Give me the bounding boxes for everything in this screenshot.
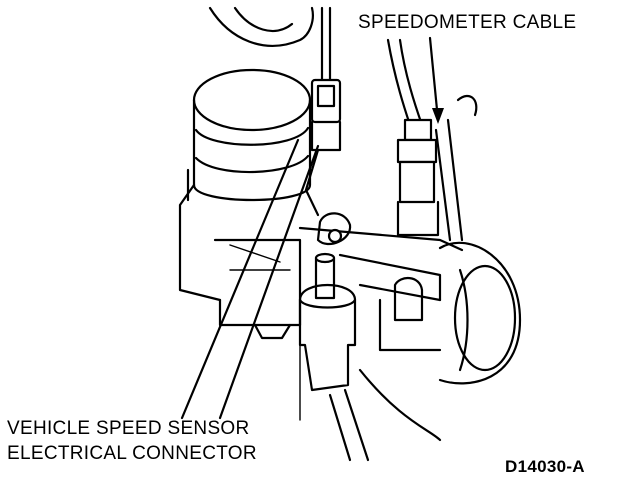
vehicle-speed-sensor	[298, 252, 357, 392]
speedometer-cable	[386, 38, 440, 237]
cylinder-housing	[178, 68, 312, 340]
figure-id: D14030-A	[505, 457, 585, 476]
vss-connector-label-line1: VEHICLE SPEED SENSOR	[7, 418, 250, 439]
right-housing	[434, 94, 522, 385]
lower-frame	[299, 339, 442, 462]
housing-arc	[208, 6, 314, 47]
leader-lines	[180, 36, 444, 420]
sensor-wire	[320, 6, 332, 82]
mount-bracket	[298, 212, 464, 352]
vss-electrical-connector	[304, 78, 342, 217]
vss-connector-label-line2: ELECTRICAL CONNECTOR	[7, 443, 257, 464]
speedometer-cable-label: SPEEDOMETER CABLE	[358, 12, 577, 33]
